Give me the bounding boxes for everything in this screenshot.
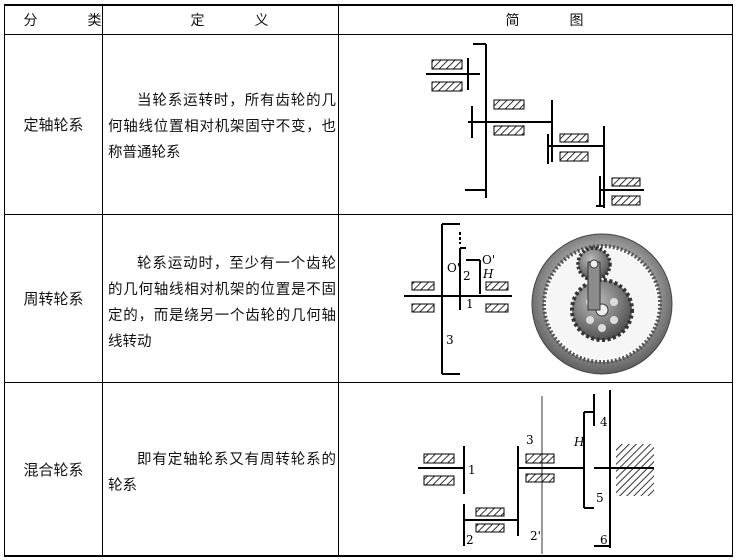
label-c-gear-5: 5	[596, 491, 604, 505]
label-gear-3: 3	[446, 333, 454, 347]
label-c-gear-2: 2	[466, 533, 474, 547]
row-name-epicyclic: 周转轮系	[23, 290, 84, 308]
header-diagram: 简 图	[505, 13, 602, 29]
label-c-gear-6: 6	[600, 533, 608, 547]
row-definition-compound: 即有定轴轮系又有周转轮系的轮系	[108, 452, 336, 494]
row-divider-2	[4, 382, 733, 383]
label-c-gear-2p: 2'	[530, 529, 541, 543]
label-o-prime: O'	[447, 261, 460, 275]
row-definition-epicyclic: 轮系运动时，至少有一个齿轮的几何轴线相对机架的位置是不固定的，而是绕另一个齿轮的…	[108, 256, 336, 350]
fixed-axis-diagram	[426, 43, 644, 208]
row-divider-1	[4, 214, 733, 215]
label-gear-2: 2	[463, 269, 471, 283]
row-name-compound: 混合轮系	[23, 460, 84, 479]
column-divider-2	[338, 4, 339, 556]
header-definition: 定 义	[190, 13, 287, 29]
label-c-gear-1: 1	[468, 463, 476, 477]
label-c-gear-4: 4	[600, 415, 608, 429]
planetary-gear-illustration	[531, 233, 673, 375]
table-border-top	[4, 4, 733, 6]
label-c-h: H	[573, 435, 585, 449]
row-definition-fixed-axis: 当轮系运转时，所有齿轮的几何轴线位置相对机架固守不变，也称普通轮系	[108, 93, 336, 161]
table-border-right	[732, 4, 733, 556]
epicyclic-diagram: O' O' H 2 1 3	[404, 223, 512, 375]
label-h: H	[482, 267, 494, 281]
table-border-left	[4, 4, 5, 556]
label-gear-1: 1	[466, 297, 474, 311]
header-category: 分 类	[23, 13, 120, 29]
header-divider	[4, 34, 733, 35]
label-c-gear-3: 3	[526, 433, 534, 447]
compound-diagram: 1 2 2' 3 4 5 6 H	[418, 390, 654, 554]
table-border-bottom	[4, 555, 733, 557]
column-divider-1	[102, 4, 103, 556]
label-o-prime-right: O'	[482, 253, 495, 267]
row-name-fixed-axis: 定轴轮系	[23, 116, 84, 134]
